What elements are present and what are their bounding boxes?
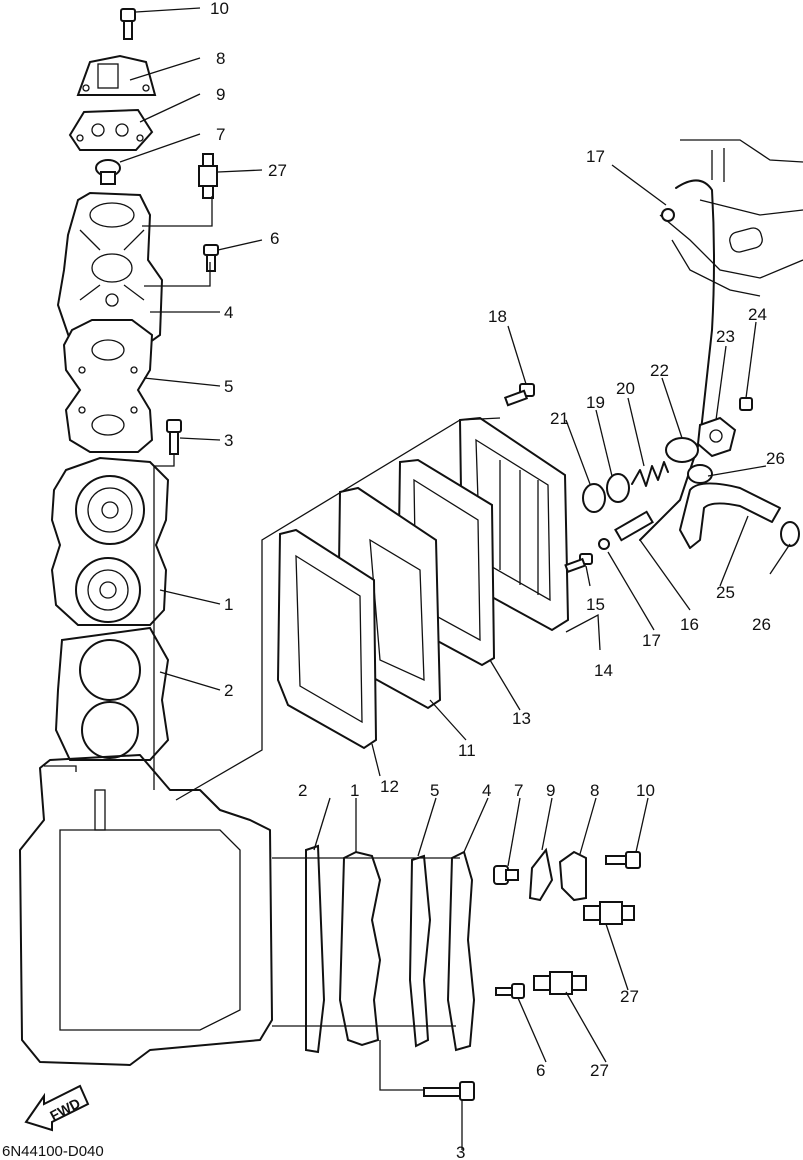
callout-18: 18 [488, 307, 507, 326]
callout-22: 22 [650, 361, 669, 380]
cover-part-8 [76, 54, 157, 96]
callout-9-side: 9 [546, 781, 555, 800]
gasket-part-2-side [305, 844, 326, 1054]
cylinder-block-part-1-side [338, 850, 382, 1047]
bolt-part-10-top [120, 8, 136, 40]
callout-19: 19 [586, 393, 605, 412]
callout-4-side: 4 [482, 781, 491, 800]
leader-lines [119, 7, 791, 1150]
callout-27-side-lower: 27 [590, 1061, 609, 1080]
spark-plug-part-27-top [198, 153, 218, 199]
bolt-part-10-side [605, 851, 641, 869]
callout-2-top: 2 [224, 681, 233, 700]
bolt-part-3-top [166, 419, 182, 455]
thermostat-part-7 [95, 159, 121, 185]
cylinder-head-part-4 [56, 191, 164, 347]
callout-4-top: 4 [224, 303, 233, 322]
gasket-part-9-side [528, 847, 554, 902]
callout-numbers: 10 8 9 7 27 6 4 5 3 1 2 17 18 24 23 19 2… [210, 0, 785, 1160]
callout-2-side: 2 [298, 781, 307, 800]
callout-12: 12 [380, 777, 399, 796]
motor-housing-outline [659, 139, 803, 297]
callout-9-top: 9 [216, 85, 225, 104]
cylinder-block-part-1 [50, 456, 170, 626]
callout-17-lower: 17 [642, 631, 661, 650]
callout-1-top: 1 [224, 595, 233, 614]
engine-side-outline [19, 754, 273, 1066]
bolt-part-3-side [423, 1081, 475, 1101]
callout-5-top: 5 [224, 377, 233, 396]
callout-15: 15 [586, 595, 605, 614]
head-gasket-part-5-side [408, 854, 432, 1048]
spark-plug-part-27-side-lower [533, 971, 587, 995]
callout-8-top: 8 [216, 49, 225, 68]
callout-1-side: 1 [350, 781, 359, 800]
callout-7-side: 7 [514, 781, 523, 800]
hose-part-25 [679, 482, 781, 549]
callout-25: 25 [716, 583, 735, 602]
bolt-part-6-top [203, 244, 219, 272]
callout-5-side: 5 [430, 781, 439, 800]
hose-part-16 [614, 179, 715, 542]
callout-26-lower: 26 [752, 615, 771, 634]
diagram-code: 6N44100-D040 [2, 1143, 104, 1160]
gasket-part-12 [276, 528, 378, 750]
screw-part-24 [739, 397, 753, 411]
callout-23: 23 [716, 327, 735, 346]
callout-11: 11 [458, 741, 476, 760]
callout-24: 24 [748, 305, 767, 324]
callout-10-side: 10 [636, 781, 655, 800]
gasket-part-9 [68, 108, 154, 151]
callout-7-top: 7 [216, 125, 225, 144]
bolt-part-15 [564, 553, 593, 574]
callout-3-top: 3 [224, 431, 233, 450]
callout-17-top: 17 [586, 147, 605, 166]
callout-6-top: 6 [270, 229, 279, 248]
callout-3-side: 3 [456, 1143, 465, 1160]
callout-26-upper: 26 [766, 449, 785, 468]
valve-parts-19-20-21 [582, 461, 669, 513]
gasket-part-22 [665, 437, 699, 463]
grommet-part-17-lower [598, 538, 610, 550]
callout-6-side: 6 [536, 1061, 545, 1080]
cover-part-8-side [558, 850, 587, 902]
cylinder-head-part-4-side [446, 850, 476, 1052]
forward-direction-arrow: FWD [24, 1084, 90, 1132]
grommet-part-17-top [661, 208, 675, 222]
callout-16: 16 [680, 615, 699, 634]
callout-10-top: 10 [210, 0, 229, 18]
callout-13: 13 [512, 709, 531, 728]
callout-21: 21 [550, 409, 569, 428]
housing-part-23 [696, 416, 737, 458]
bolt-part-6-side [495, 983, 525, 999]
callout-27-side-upper: 27 [620, 987, 639, 1006]
spark-plug-part-27-side-upper [583, 901, 635, 925]
thermostat-part-7-side [493, 865, 519, 885]
gasket-part-2 [54, 626, 170, 761]
callout-20: 20 [616, 379, 635, 398]
callout-27-top: 27 [268, 161, 287, 180]
head-gasket-part-5 [62, 319, 154, 453]
callout-14: 14 [594, 661, 613, 680]
bolt-part-18 [503, 383, 535, 407]
callout-8-side: 8 [590, 781, 599, 800]
clamp-part-26 [687, 464, 800, 547]
